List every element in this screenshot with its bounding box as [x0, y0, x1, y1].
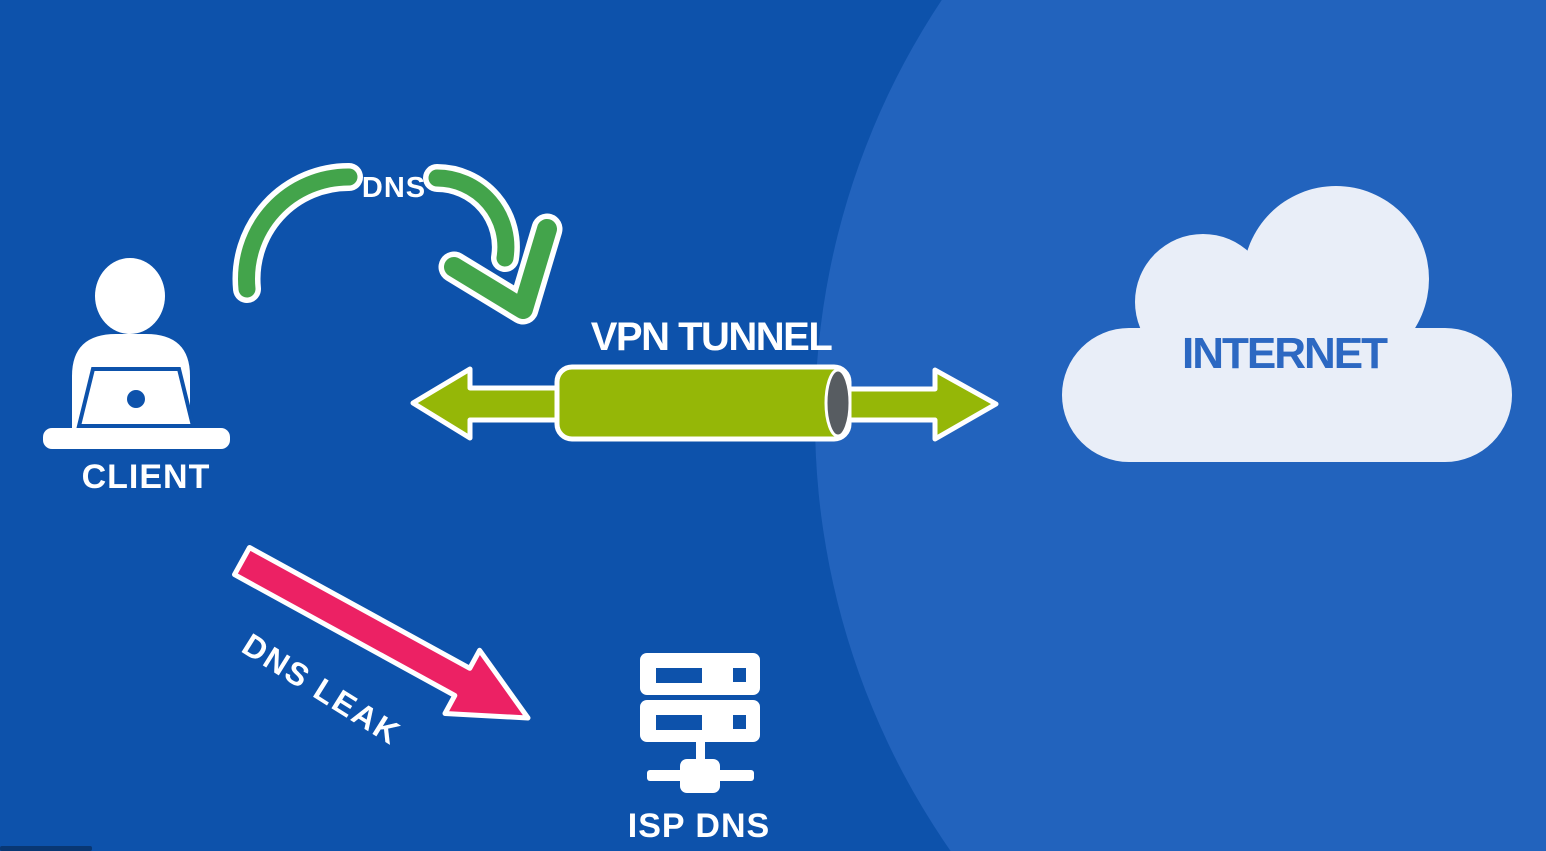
isp-dns-node-label: ISP DNS [627, 807, 771, 845]
server-icon [640, 653, 760, 793]
tunnel-cylinder [554, 364, 852, 442]
person-head [95, 258, 165, 334]
tunnel-opening [824, 368, 852, 438]
internet-node-label: INTERNET [1182, 329, 1388, 378]
server-network-node [680, 759, 720, 793]
person-at-laptop-icon [43, 258, 230, 449]
vpn-tunnel-graphic [410, 364, 999, 442]
dns-query-arrow [232, 162, 563, 325]
tunnel-right-arrowhead [837, 367, 999, 442]
vpn-tunnel-edge-label: VPN TUNNEL [590, 315, 833, 359]
dns-arc-left [238, 168, 358, 298]
dns-leak-arrow [232, 545, 531, 721]
cloud-icon [1062, 186, 1512, 462]
laptop-logo [127, 390, 145, 408]
server-connector-line [696, 742, 705, 766]
client-node-label: CLIENT [81, 458, 211, 496]
dns-arrowhead [444, 219, 557, 319]
dns-edge-label: DNS [361, 172, 427, 204]
dns-arc-right [428, 169, 515, 267]
desk [43, 428, 230, 449]
bottom-left-artifact [0, 846, 92, 851]
